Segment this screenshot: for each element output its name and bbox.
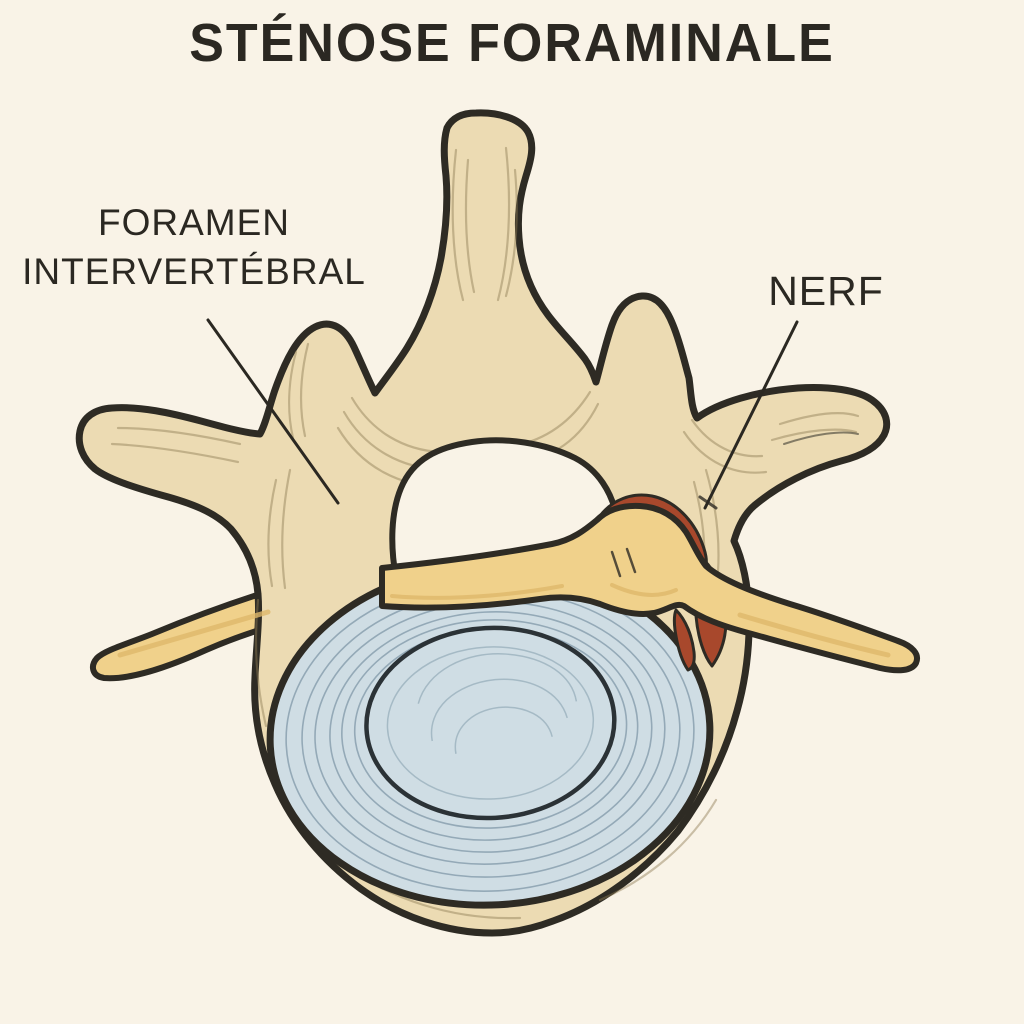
disc-swirl [386,646,595,800]
disc-nucleus [364,625,617,821]
disc-swirl [454,706,553,754]
leader-line-foramen [206,318,340,505]
disc-swirl [417,653,578,704]
disc-ring [341,619,639,841]
leader-line-nerf [703,320,799,510]
nerve-shading [117,583,891,658]
label-nerf: NERF [768,268,884,314]
label-foramen-intervertebral: FORAMEN INTERVERTÉBRAL [0,198,388,296]
diagram-title: STÉNOSE FORAMINALE [189,13,835,74]
inflamed-tissue-lower [672,608,696,672]
label-foramen-line1: FORAMEN [98,202,290,243]
disc-swirl [430,678,568,742]
disc-ring [329,611,653,853]
label-foramen-line2: INTERVERTÉBRAL [22,251,366,292]
spinal-nerve-left [90,579,303,682]
